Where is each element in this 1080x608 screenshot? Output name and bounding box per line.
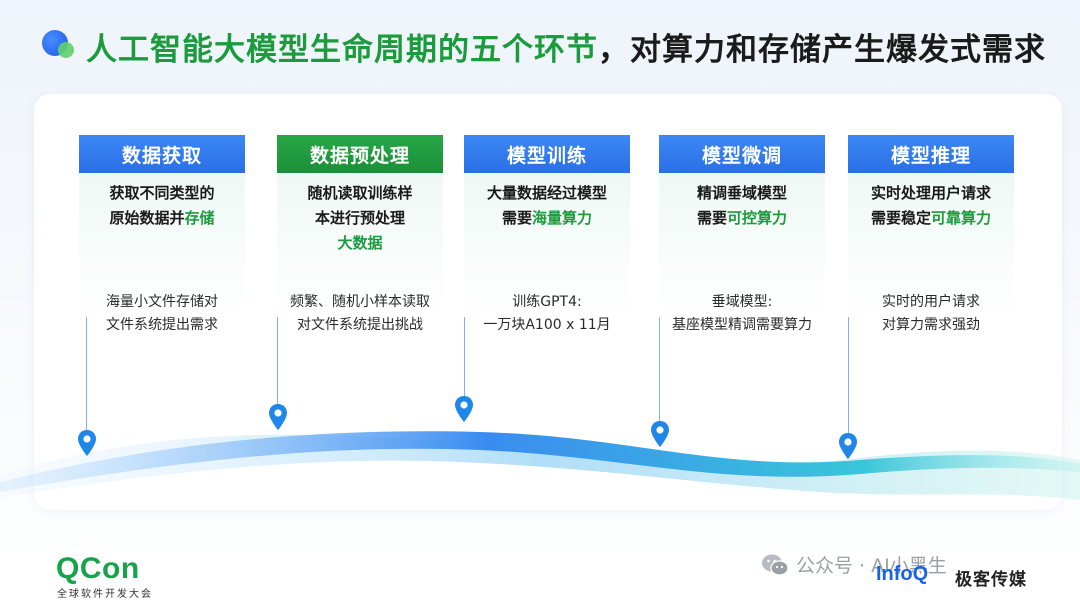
stage-main-line-text: 本进行预处理 bbox=[314, 209, 405, 227]
stage-card-data-preprocessing: 数据预处理 随机读取训练样 本进行预处理 大数据 bbox=[277, 135, 443, 317]
infoq-logo: InfoQ bbox=[876, 563, 929, 585]
stage-sub-line: 对算力需求强劲 bbox=[882, 317, 980, 333]
stage-sub-text: 海量小文件存储对 文件系统提出需求 bbox=[67, 291, 257, 337]
wave-band-front bbox=[0, 431, 1080, 492]
stage-sub-line: 文件系统提出需求 bbox=[106, 317, 218, 333]
stage-sub-line: 海量小文件存储对 bbox=[106, 294, 218, 310]
wechat-watermark-text: 公众号 · AI小黑生 bbox=[796, 555, 947, 577]
stage-header: 模型微调 bbox=[659, 135, 825, 173]
stage-card-model-training: 模型训练 大量数据经过模型 需要海量算力 bbox=[464, 135, 630, 317]
stage-sub-line: 实时的用户请求 bbox=[882, 294, 980, 310]
stage-main-line: 实时处理用户请求 bbox=[848, 181, 1014, 206]
stage-main-text: 实时处理用户请求 需要稳定可靠算力 bbox=[848, 173, 1014, 231]
footer-bar bbox=[0, 548, 1080, 608]
stage-sub-line: 频繁、随机小样本读取 bbox=[290, 294, 430, 310]
stage-sub-text: 训练GPT4: 一万块A100 x 11月 bbox=[452, 291, 642, 337]
stage-main-line-text: 随机读取训练样 bbox=[307, 184, 413, 202]
stage-main-line-text: 大量数据经过模型 bbox=[486, 184, 607, 202]
stage-main-line-highlight: 海量算力 bbox=[532, 209, 593, 227]
stage-sub-line: 训练GPT4: bbox=[512, 294, 582, 310]
stage-main-line-text: 需要稳定 bbox=[870, 209, 931, 227]
stage-main-line-highlight: 可靠算力 bbox=[931, 209, 992, 227]
stage-main-text: 随机读取训练样 本进行预处理 大数据 bbox=[277, 173, 443, 256]
stage-main-line-highlight: 存储 bbox=[184, 209, 215, 227]
stage-header: 数据预处理 bbox=[277, 135, 443, 173]
stage-main-line-text: 需要 bbox=[501, 209, 532, 227]
stage-sub-line: 垂域模型: bbox=[711, 294, 773, 310]
location-pin-icon bbox=[455, 396, 473, 422]
stage-sub-line: 一万块A100 x 11月 bbox=[483, 317, 611, 333]
qcon-logo: QCon bbox=[56, 552, 140, 585]
stage-main-text: 精调垂域模型 需要可控算力 bbox=[659, 173, 825, 231]
page-title-separator: ， bbox=[598, 32, 630, 68]
stage-main-line: 需要稳定可靠算力 bbox=[848, 206, 1014, 231]
stage-card-model-inference: 模型推理 实时处理用户请求 需要稳定可靠算力 bbox=[848, 135, 1014, 317]
stage-main-line-text: 需要 bbox=[696, 209, 727, 227]
stage-sub-text: 实时的用户请求 对算力需求强劲 bbox=[836, 291, 1026, 337]
title-bullet-green-dot bbox=[58, 42, 74, 58]
stage-header: 模型推理 bbox=[848, 135, 1014, 173]
stage-main-text: 大量数据经过模型 需要海量算力 bbox=[464, 173, 630, 231]
page-title-rest: 对算力和存储产生爆发式需求 bbox=[630, 32, 1046, 68]
stage-main-line: 大数据 bbox=[277, 231, 443, 256]
location-pin-icon bbox=[651, 421, 669, 447]
stage-main-line: 需要可控算力 bbox=[659, 206, 825, 231]
stage-main-line-text: 获取不同类型的 bbox=[109, 184, 215, 202]
stage-main-line: 精调垂域模型 bbox=[659, 181, 825, 206]
stage-card-data-acquisition: 数据获取 获取不同类型的 原始数据并存储 bbox=[79, 135, 245, 317]
stage-main-line: 本进行预处理 bbox=[277, 206, 443, 231]
stage-main-line: 原始数据并存储 bbox=[79, 206, 245, 231]
stage-main-line-text: 原始数据并 bbox=[109, 209, 185, 227]
stage-main-line-text: 精调垂域模型 bbox=[696, 184, 787, 202]
wave-decoration bbox=[0, 431, 1080, 500]
stage-main-line-highlight: 可控算力 bbox=[727, 209, 788, 227]
stage-header: 数据获取 bbox=[79, 135, 245, 173]
page-title: 人工智能大模型生命周期的五个环节，对算力和存储产生爆发式需求 bbox=[86, 24, 1046, 69]
location-pin-icon bbox=[269, 404, 287, 430]
stage-main-text: 获取不同类型的 原始数据并存储 bbox=[79, 173, 245, 231]
stage-sub-text: 垂域模型: 基座模型精调需要算力 bbox=[647, 291, 837, 337]
stage-2-connector-line bbox=[277, 317, 278, 407]
stage-main-line-highlight: 大数据 bbox=[337, 234, 383, 252]
location-pin-icon bbox=[78, 430, 96, 456]
location-pin-icon bbox=[839, 433, 857, 459]
stage-card-model-finetuning: 模型微调 精调垂域模型 需要可控算力 bbox=[659, 135, 825, 317]
stage-main-line: 随机读取训练样 bbox=[277, 181, 443, 206]
stage-4-connector-line bbox=[659, 317, 660, 423]
stage-sub-text: 频繁、随机小样本读取 对文件系统提出挑战 bbox=[265, 291, 455, 337]
wechat-icon bbox=[762, 554, 789, 576]
title-bullet-icon bbox=[40, 30, 80, 60]
page-title-highlight: 人工智能大模型生命周期的五个环节 bbox=[86, 32, 598, 68]
stage-5-connector-line bbox=[848, 317, 849, 435]
stage-main-line: 获取不同类型的 bbox=[79, 181, 245, 206]
stage-main-line: 需要海量算力 bbox=[464, 206, 630, 231]
stage-header: 模型训练 bbox=[464, 135, 630, 173]
qcon-logo-subtitle: 全球软件开发大会 bbox=[57, 589, 153, 600]
stage-sub-line: 对文件系统提出挑战 bbox=[297, 317, 423, 333]
stage-3-connector-line bbox=[464, 317, 465, 399]
stage-1-connector-line bbox=[86, 317, 87, 432]
stage-sub-line: 基座模型精调需要算力 bbox=[672, 317, 812, 333]
geek-media-logo: 极客传媒 bbox=[955, 570, 1027, 590]
stage-main-line: 大量数据经过模型 bbox=[464, 181, 630, 206]
stage-main-line-text: 实时处理用户请求 bbox=[870, 184, 991, 202]
